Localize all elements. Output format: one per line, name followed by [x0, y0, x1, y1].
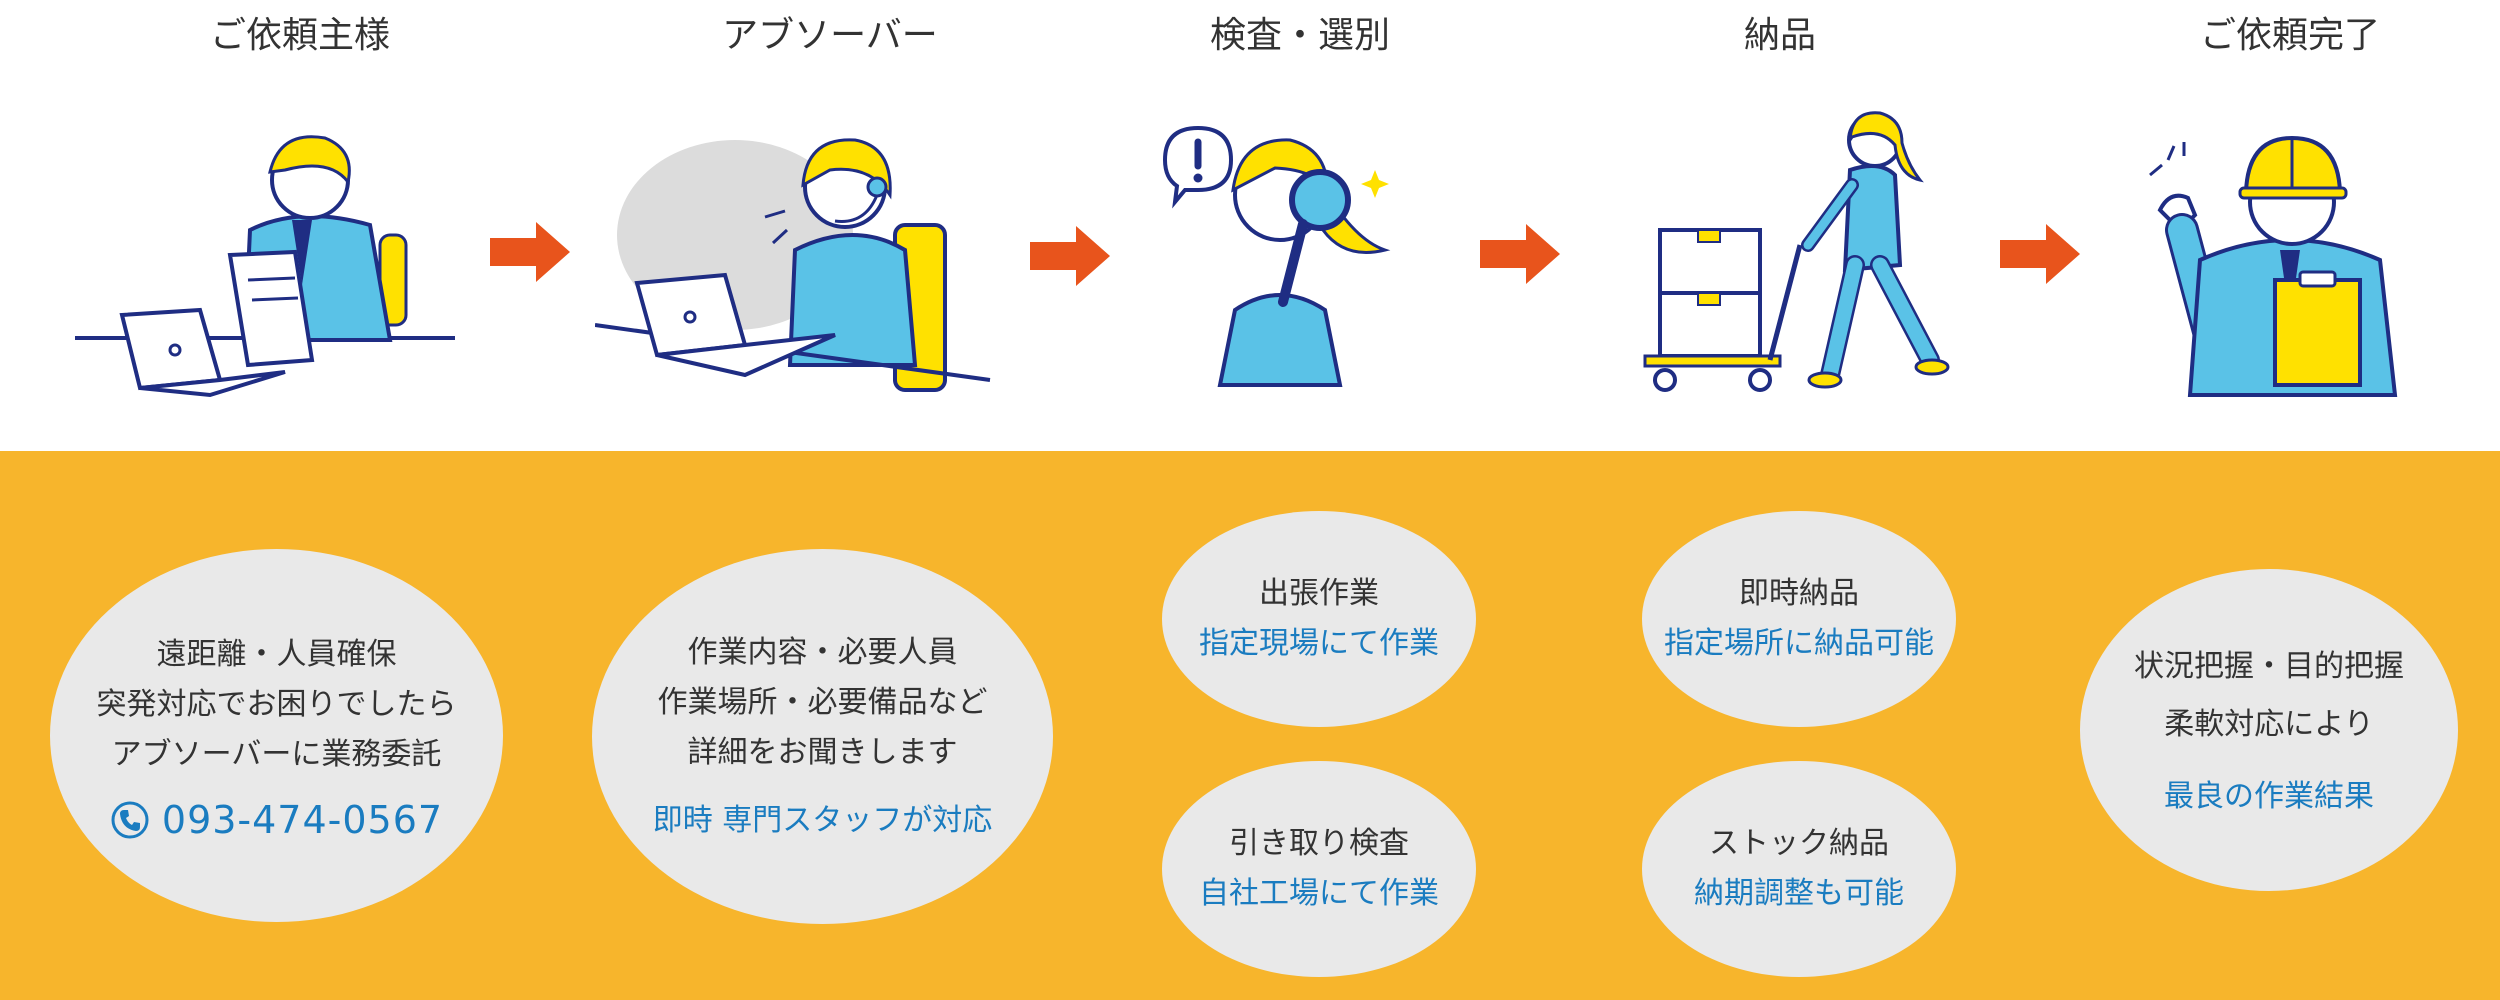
phone-icon	[111, 801, 149, 838]
process-illustration-area: ご依頼主様 アブソーバー 検査・選別 納品 ご依頼完了	[0, 0, 2500, 451]
pickup-inspection-label: 引き取り検査	[1229, 826, 1409, 861]
step-title-client: ご依頼主様	[209, 15, 390, 56]
pickup-inspection-oval: 引き取り検査 自社工場にて作業	[1162, 761, 1476, 977]
clipboard-icon	[2273, 270, 2362, 387]
pickup-inspection-note: 自社工場にて作業	[1199, 876, 1439, 911]
sparkle-icon	[1361, 170, 1389, 198]
arrow-right-icon	[1480, 224, 1560, 284]
phone-number[interactable]: 093-474-0567	[161, 797, 444, 842]
phone-contact[interactable]: 093-474-0567	[110, 798, 443, 842]
client-info-line-3: アブソーバーに業務委託	[111, 736, 442, 772]
inspector-illustration	[1162, 125, 1391, 387]
absorber-info-line-3: 詳細をお聞きします	[687, 734, 958, 770]
completion-info-line-1: 状況把握・目的把握	[2134, 649, 2404, 684]
arrow-right-icon	[490, 222, 570, 282]
hard-hat-icon	[2238, 135, 2348, 200]
client-info-line-1: 遠距離・人員確保	[156, 636, 397, 672]
instant-delivery-note: 指定場所に納品可能	[1664, 626, 1934, 661]
client-person-illustration	[75, 135, 455, 398]
arrow-right-icon	[1030, 226, 1110, 286]
onsite-work-note: 指定現場にて作業	[1199, 626, 1439, 661]
arrow-right-icon	[2000, 224, 2080, 284]
completion-info-oval: 状況把握・目的把握 柔軟対応により 最良の作業結果	[2080, 569, 2458, 891]
client-info-oval: 遠距離・人員確保 突発対応でお困りでしたら アブソーバーに業務委託 093-47…	[50, 549, 503, 922]
completion-info-note: 最良の作業結果	[2164, 779, 2374, 814]
instant-delivery-oval: 即時納品 指定場所に納品可能	[1642, 511, 1956, 727]
absorber-info-line-1: 作業内容・必要人員	[687, 634, 958, 670]
absorber-info-oval: 作業内容・必要人員 作業場所・必要備品など 詳細をお聞きします 即時 専門スタッ…	[592, 549, 1053, 924]
delivery-worker-illustration	[1643, 111, 1950, 392]
stock-delivery-note: 納期調整も可能	[1694, 876, 1904, 911]
absorber-info-line-2: 作業場所・必要備品など	[657, 684, 988, 720]
completion-info-line-2: 柔軟対応により	[2164, 707, 2374, 742]
step-title-complete: ご依頼完了	[2199, 15, 2380, 56]
absorber-info-note: 即時 専門スタッフが対応	[652, 802, 993, 838]
exclamation-icon	[1162, 125, 1234, 209]
detail-panel: 遠距離・人員確保 突発対応でお困りでしたら アブソーバーに業務委託 093-47…	[0, 451, 2500, 1000]
onsite-work-label: 出張作業	[1259, 576, 1379, 611]
operator-illustration	[595, 138, 991, 392]
stock-delivery-label: ストック納品	[1709, 826, 1889, 861]
step-title-inspection: 検査・選別	[1209, 15, 1390, 56]
completion-worker-illustration	[2149, 135, 2398, 397]
instant-delivery-label: 即時納品	[1739, 576, 1859, 611]
onsite-work-oval: 出張作業 指定現場にて作業	[1162, 511, 1476, 727]
client-info-line-2: 突発対応でお困りでしたら	[96, 686, 457, 722]
step-title-absorber: アブソーバー	[722, 15, 938, 56]
hand-truck-icon	[1643, 244, 1803, 392]
box-icon	[1658, 228, 1762, 358]
magnifier-icon	[1278, 169, 1351, 307]
step-title-delivery: 納品	[1743, 15, 1816, 56]
stock-delivery-oval: ストック納品 納期調整も可能	[1642, 761, 1956, 977]
